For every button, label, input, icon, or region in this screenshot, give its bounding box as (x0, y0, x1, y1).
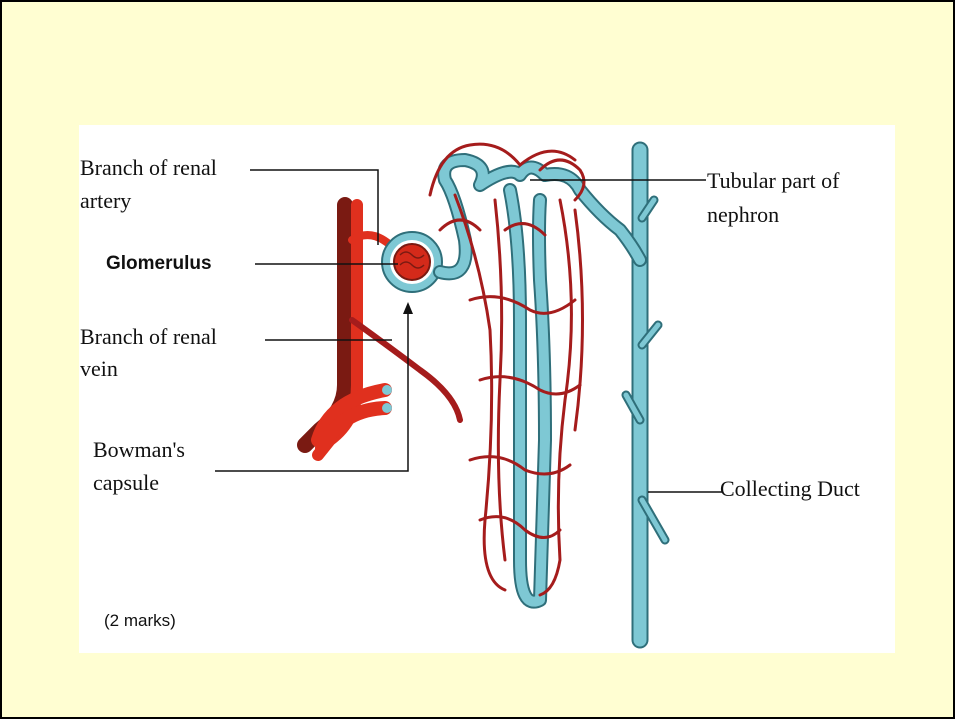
label-tubular-line2: nephron (707, 198, 779, 231)
nephron-tubule (440, 160, 640, 602)
label-collecting-duct: Collecting Duct (720, 472, 860, 505)
renal-vessels (305, 205, 460, 455)
collecting-duct (626, 150, 665, 640)
label-renal-vein-line2: vein (80, 352, 118, 385)
label-bowmans-line1: Bowman's (93, 433, 185, 466)
label-tubular-line1: Tubular part of (707, 164, 839, 197)
label-renal-artery-line2: artery (80, 184, 131, 217)
label-renal-artery-line1: Branch of renal (80, 151, 217, 184)
label-renal-vein-line1: Branch of renal (80, 320, 217, 353)
label-glomerulus: Glomerulus (106, 247, 212, 280)
label-marks: (2 marks) (104, 604, 176, 637)
label-bowmans-line2: capsule (93, 466, 159, 499)
glomerulus (394, 244, 430, 280)
bowmans-arrowhead (403, 302, 413, 314)
